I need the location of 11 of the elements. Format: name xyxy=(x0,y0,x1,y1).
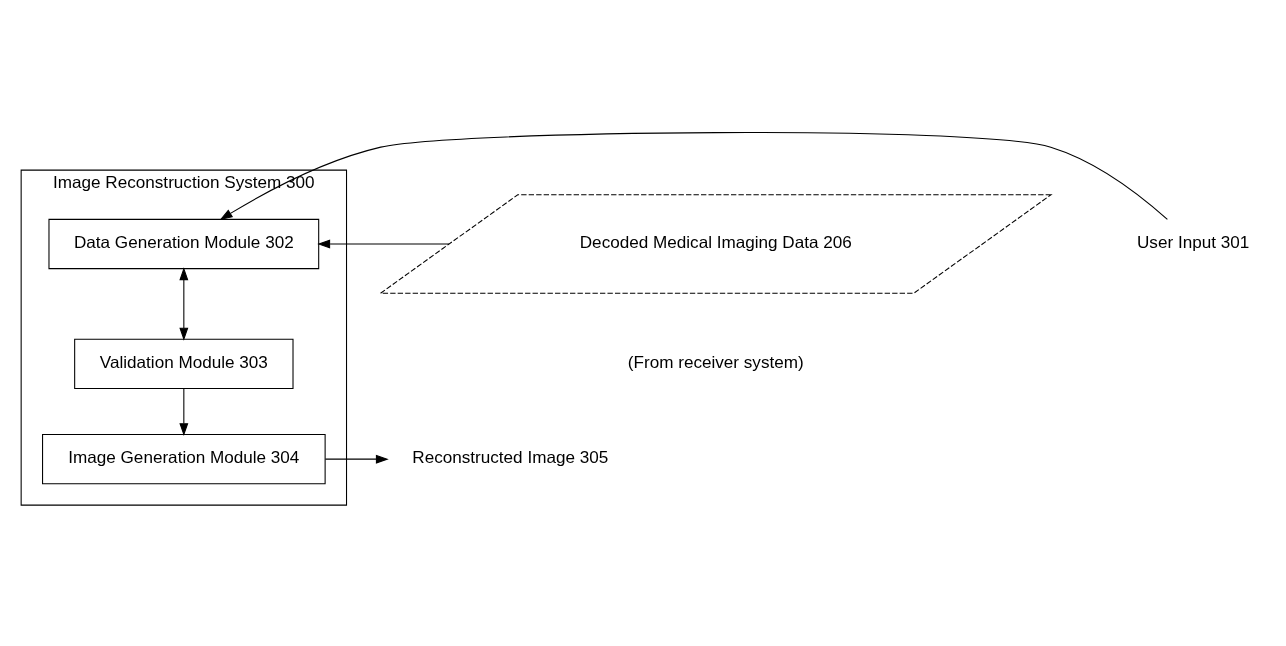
arrow xyxy=(179,388,189,437)
node-label: (From receiver system) xyxy=(627,352,804,372)
arrow xyxy=(219,132,1168,221)
node-box: Image Generation Module 304 xyxy=(42,434,326,485)
arrow xyxy=(179,267,189,341)
arrow xyxy=(317,239,450,249)
node-text: Reconstructed Image 305 xyxy=(412,448,609,468)
node-box: Data Generation Module 302 xyxy=(48,218,320,270)
node-text: User Input 301 xyxy=(1137,233,1250,253)
arrow xyxy=(324,454,389,464)
node-box: Validation Module 303 xyxy=(74,338,294,390)
